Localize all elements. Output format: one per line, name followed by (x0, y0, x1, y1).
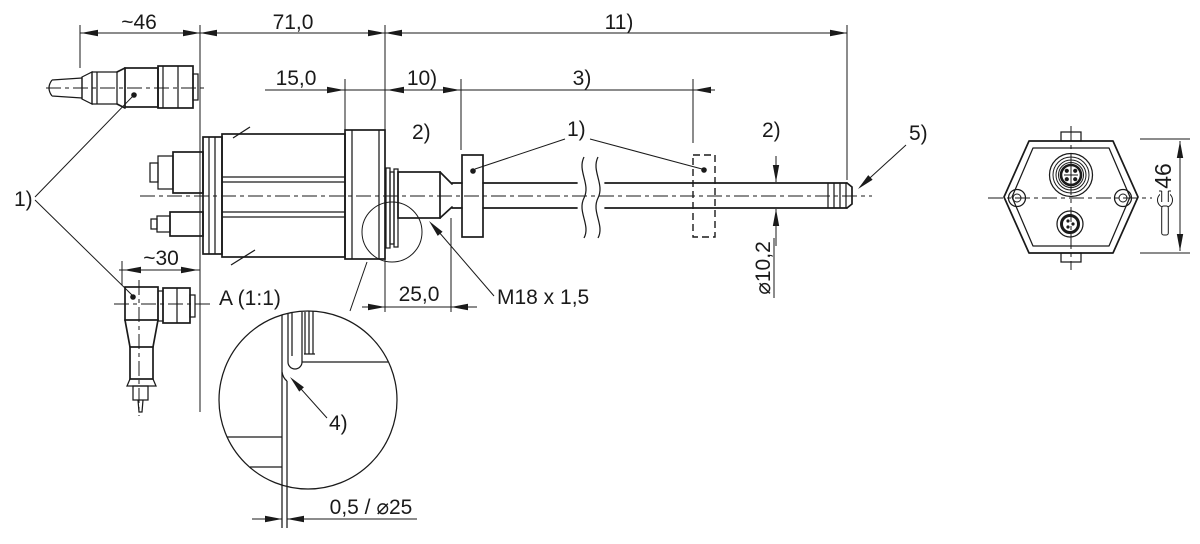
sensor-rod (451, 154, 853, 239)
connector-angled (124, 286, 196, 413)
dim-connector-length-label: ~46 (121, 11, 157, 34)
detail-marker-circle (361, 201, 423, 263)
hex-screw-hole-right (1113, 188, 1133, 208)
dimension-rod-diameter: ⌀10,2 (752, 156, 780, 298)
dimension-wrench-size: 46 (1140, 138, 1190, 254)
dimension-row-top: ~46 71,0 11) (79, 11, 848, 412)
detail-view-a: A (1:1) 4) 0,5 / ⌀25 (218, 287, 417, 528)
break-line-right (595, 156, 601, 239)
dimension-detail-gap: 0,5 / ⌀25 (252, 496, 417, 523)
hex-connector-small (1056, 210, 1084, 238)
mounting-flange (344, 129, 386, 260)
wrench-icon (1157, 189, 1173, 236)
callout-connectors: 1) (14, 94, 135, 297)
wrench-size-label: 46 (1150, 163, 1176, 189)
leader-dot-magnet-dashed (701, 167, 707, 173)
oring-groove (287, 361, 303, 370)
dimension-row-second: 15,0 10) 3) (265, 67, 715, 150)
housing-connector-stub-top (149, 151, 204, 194)
detail-geometry (227, 311, 388, 528)
dim-note10-label: 10) (407, 67, 437, 90)
hex-outline (1003, 140, 1139, 254)
surface-tick-bottom (230, 249, 256, 266)
detail-marker (349, 201, 423, 312)
break-line-left (581, 156, 587, 239)
detail-circle (218, 310, 398, 490)
magnet-flange-solid (461, 154, 484, 238)
callout-2-right-label: 2) (762, 119, 781, 142)
dim-note3-label: 3) (573, 67, 592, 90)
rod-callouts: 2) 2) 1) 5) (412, 118, 928, 192)
leader-dot-angled-connector (130, 294, 136, 300)
callout-1-connectors-label: 1) (14, 188, 33, 211)
rod-end-tip (827, 182, 853, 209)
dim-detail-gap-label: 0,5 / ⌀25 (330, 496, 413, 519)
dim-offset15-label: 15,0 (276, 67, 317, 90)
callout-2-left-label: 2) (412, 121, 431, 144)
callout-1-magnets-label: 1) (567, 118, 586, 141)
dim-thread-length-label: 25,0 (399, 283, 440, 306)
dimension-thread: 25,0 M18 x 1,5 (362, 218, 589, 312)
hex-screw-hole-left (1007, 188, 1027, 208)
hex-connector-main (1048, 152, 1094, 198)
connector-straight (48, 65, 199, 109)
leader-dot-magnet-solid (470, 168, 476, 174)
surface-tick-top (232, 126, 251, 139)
detail-title-label: A (1:1) (219, 287, 281, 310)
dim-note11-label: 11) (605, 11, 634, 34)
sensor-housing (149, 126, 386, 266)
dimension-angled-connector: ~30 (119, 247, 200, 285)
thread-spec-label: M18 x 1,5 (497, 286, 589, 309)
dim-housing-length-label: 71,0 (273, 11, 314, 34)
housing-connector-stub-bottom (150, 211, 204, 237)
dim-angled-length-label: ~30 (143, 247, 179, 270)
hex-end-view: 46 (1003, 131, 1190, 263)
dim-rod-diameter-label: ⌀10,2 (752, 241, 775, 295)
callout-5-label: 5) (909, 122, 928, 145)
magnet-flange-dashed (692, 154, 716, 238)
callout-4-label: 4) (329, 412, 348, 435)
